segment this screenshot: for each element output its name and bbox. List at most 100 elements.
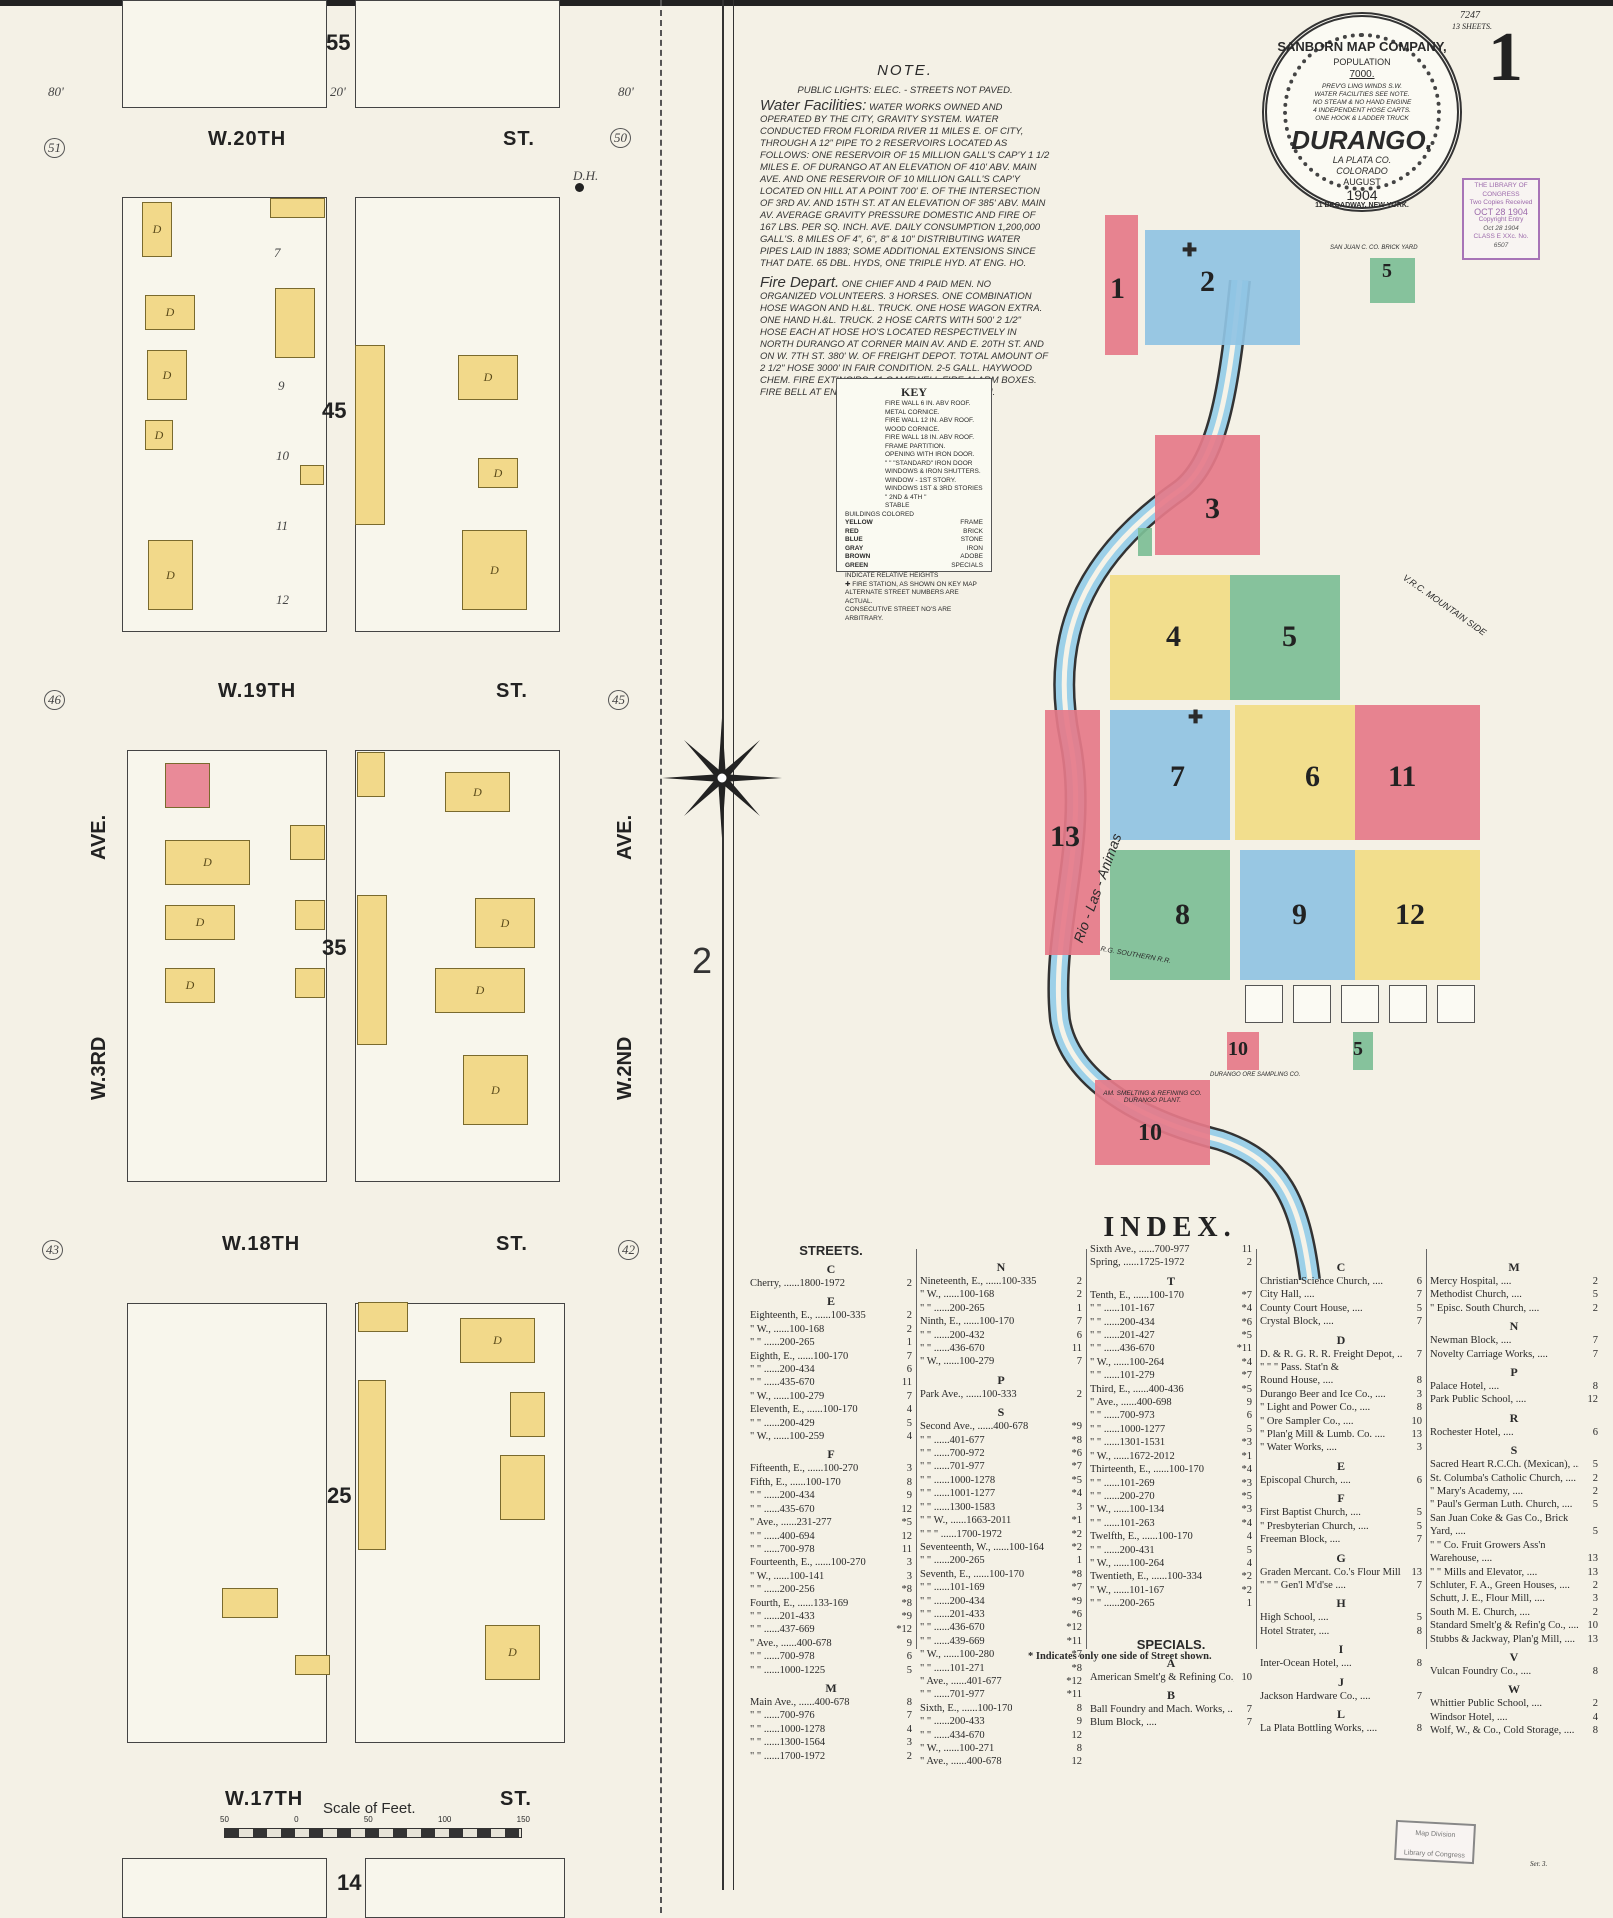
index-entry: " Presbyterian Church, ....5 bbox=[1260, 1520, 1422, 1532]
index-entry: " " Co. Fruit Growers Ass'n bbox=[1430, 1539, 1546, 1551]
index-entry: " W., ......100-264*4 bbox=[1090, 1356, 1252, 1368]
zone-sheet-10-sampler bbox=[1227, 1032, 1259, 1070]
adjoining-sheet-number: 2 bbox=[692, 940, 713, 981]
street-label-st: ST. bbox=[500, 1788, 532, 1810]
index-letter: F bbox=[827, 1447, 835, 1462]
index-entry: " W., ......100-280*7 bbox=[920, 1649, 1082, 1661]
index-entry: " " ......1000-1278*5 bbox=[920, 1474, 1082, 1486]
index-entry: " " ......101-279*7 bbox=[1090, 1370, 1252, 1382]
index-entry: " Ave., ......401-677*12 bbox=[920, 1675, 1082, 1687]
index-entry: City Hall, ....7 bbox=[1260, 1289, 1422, 1301]
index-entry: Fourth, E., ......133-169*8 bbox=[750, 1597, 912, 1609]
index-entry: Vulcan Foundry Co., ....8 bbox=[1430, 1665, 1598, 1677]
block-number: 25 bbox=[327, 1483, 352, 1508]
index-entry: " " ......101-269*3 bbox=[1090, 1477, 1252, 1489]
index-entry: " " ......437-669*12 bbox=[750, 1624, 912, 1636]
index-entry: " Episc. South Church, ....2 bbox=[1430, 1302, 1598, 1314]
key-numbers-note-1: ALTERNATE STREET NUMBERS ARE ACTUAL. bbox=[845, 589, 959, 605]
dwelling bbox=[358, 1302, 408, 1332]
seal-state: COLORADO bbox=[1336, 166, 1388, 176]
circled-number: 46 bbox=[44, 690, 65, 710]
index-entry: Twentieth, E., ......100-334*2 bbox=[1090, 1571, 1252, 1583]
index-entry: Windsor Hotel, ....4 bbox=[1430, 1711, 1598, 1723]
seal-address: 11 BROADWAY, NEW YORK. bbox=[1315, 202, 1409, 209]
alley-width: 20' bbox=[330, 84, 346, 99]
dwelling: D bbox=[475, 898, 535, 948]
index-entry: " " ......401-677*8 bbox=[920, 1434, 1082, 1446]
index-letter: F bbox=[1337, 1491, 1345, 1506]
note-public-lights: PUBLIC LIGHTS: ELEC. - STREETS NOT PAVED… bbox=[797, 85, 1013, 96]
note-fire-heading: Fire Depart. bbox=[760, 274, 840, 291]
index-entry: " " ......1301-1531*3 bbox=[1090, 1437, 1252, 1449]
index-letter: D bbox=[1336, 1332, 1346, 1347]
index-letter: T bbox=[1166, 1273, 1175, 1288]
index-entry: Whittier Public School, ....2 bbox=[1430, 1698, 1598, 1710]
key-heights-note: INDICATE RELATIVE HEIGHTS bbox=[845, 572, 939, 579]
index-entry: Hotel Strater, ....8 bbox=[1260, 1625, 1422, 1637]
index-entry: " " " Pass. Stat'n & bbox=[1260, 1362, 1339, 1374]
smelter-label: AM. SMELTING & REFINING CO. DURANGO PLAN… bbox=[1103, 1090, 1202, 1104]
index-title: INDEX. bbox=[1103, 1212, 1237, 1243]
sheet-label-10: 10 bbox=[1228, 1038, 1248, 1060]
dwelling: D bbox=[462, 530, 527, 610]
sheet-label-6: 6 bbox=[1305, 760, 1320, 793]
seal-details: PREV'G LING WINDS S.W. WATER FACILITIES … bbox=[1312, 83, 1412, 122]
index-entry: " " ......701-977*7 bbox=[920, 1461, 1082, 1473]
index-entry: Schutt, J. E., Flour Mill, ....3 bbox=[1430, 1593, 1598, 1605]
dwelling: D bbox=[142, 202, 172, 257]
note-water-heading: Water Facilities: bbox=[760, 97, 867, 114]
index-entry: La Plata Bottling Works, ....8 bbox=[1260, 1722, 1422, 1734]
sheet-label-5: 5 bbox=[1382, 260, 1392, 282]
sheet-label-5: 5 bbox=[1353, 1038, 1363, 1060]
dwelling: D bbox=[458, 355, 518, 400]
circled-number: 50 bbox=[610, 128, 631, 148]
dwelling bbox=[275, 288, 315, 358]
zone-sheet-1 bbox=[1105, 215, 1138, 355]
index-entry: Park Public School, ....12 bbox=[1430, 1394, 1598, 1406]
index-entry: " Plan'g Mill & Lumb. Co. ....13 bbox=[1260, 1429, 1422, 1441]
index-letter: S bbox=[1510, 1443, 1518, 1458]
dwelling bbox=[270, 198, 325, 218]
index-entry: D. & R. G. R. R. Freight Depot, ....7 bbox=[1260, 1348, 1422, 1360]
index-entry: Schluter, F. A., Green Houses, ....2 bbox=[1430, 1579, 1598, 1591]
dwelling: D bbox=[145, 295, 195, 330]
index-entry: Tenth, E., ......100-170*7 bbox=[1090, 1289, 1252, 1301]
sheet-margin bbox=[733, 0, 734, 1890]
seal-population: 7000. bbox=[1349, 69, 1375, 80]
index-entry: Christian Science Church, ....6 bbox=[1260, 1276, 1422, 1287]
index-entry: " " ......1001-1277*4 bbox=[920, 1488, 1082, 1500]
lot-number: 12 bbox=[276, 592, 289, 607]
index-letter: M bbox=[825, 1680, 837, 1695]
block bbox=[1437, 985, 1475, 1023]
index-entry: " " ......201-427*5 bbox=[1090, 1330, 1252, 1342]
compass-rose-icon bbox=[662, 718, 782, 838]
index-entry: " W., ......100-134*3 bbox=[1090, 1504, 1252, 1516]
index-letter: N bbox=[996, 1260, 1006, 1274]
index-entry: Novelty Carriage Works, ....7 bbox=[1430, 1348, 1598, 1360]
seal-month: AUGUST bbox=[1343, 177, 1381, 187]
index-entry: Second Ave., ......400-678*9 bbox=[920, 1421, 1082, 1433]
dwelling: D bbox=[460, 1318, 535, 1363]
index-letter: W bbox=[1508, 1682, 1520, 1697]
block-35-west bbox=[127, 750, 327, 1182]
index-letter: M bbox=[1508, 1260, 1520, 1274]
index-entry: Durango Beer and Ice Co., ....3 bbox=[1260, 1388, 1422, 1400]
zone-sheet-5 bbox=[1230, 575, 1340, 700]
index-entry: " " Mills and Elevator, ....13 bbox=[1430, 1566, 1598, 1578]
index-entry: St. Columba's Catholic Church, ....2 bbox=[1430, 1472, 1598, 1484]
index-entry: Yard, ....5 bbox=[1430, 1526, 1598, 1538]
dwelling bbox=[295, 968, 325, 998]
index-entry: " " ......201-433*6 bbox=[920, 1608, 1082, 1620]
index-entry: Blum Block, ....7 bbox=[1090, 1717, 1252, 1729]
